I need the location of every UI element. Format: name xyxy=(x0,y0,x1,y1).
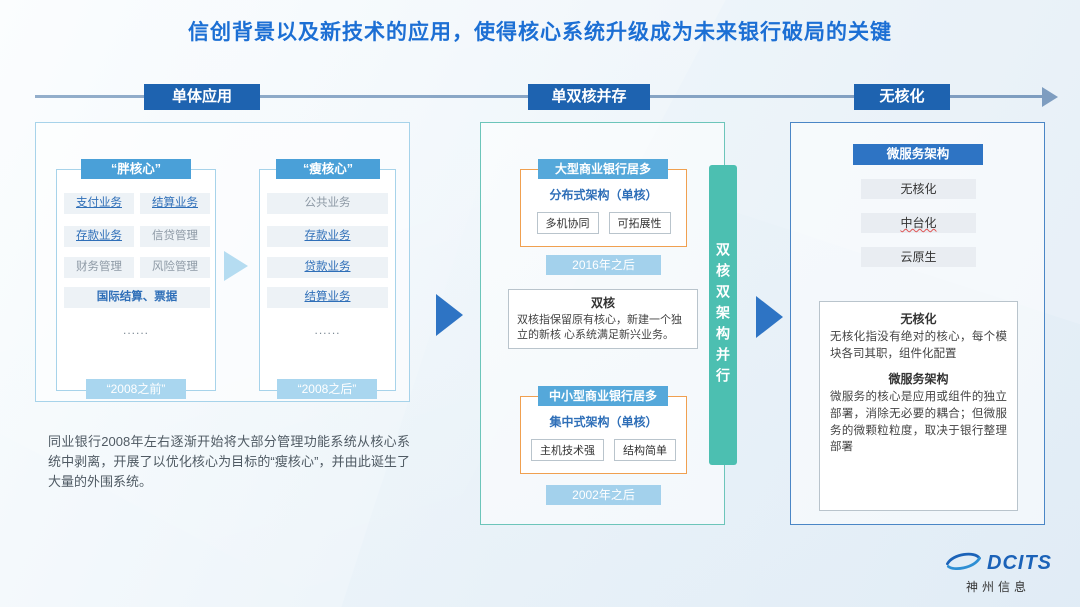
microservice-detail-title: 微服务架构 xyxy=(888,372,949,387)
timeline-arrowhead-icon xyxy=(1042,87,1058,107)
small-bank-header: 中小型商业银行居多 xyxy=(538,386,668,406)
distributed-arch-title: 分布式架构（单核） xyxy=(549,188,658,202)
timeline-stage-coreless: 无核化 xyxy=(854,84,950,110)
coreless-item: 无核化 xyxy=(861,179,976,199)
midplatform-item: 中台化 xyxy=(861,213,976,233)
centralized-arch-box: 集中式架构（单核） 主机技术强 结构简单 xyxy=(520,396,687,474)
dual-architecture-sidebar: 双核双架构并行 xyxy=(709,165,737,465)
fat-core-footer: “2008之前” xyxy=(86,379,186,399)
timeline-stage-monolithic: 单体应用 xyxy=(144,84,260,110)
fat-core-item: 存款业务 xyxy=(64,226,134,247)
thin-core-item: 结算业务 xyxy=(267,287,388,308)
fat-core-header: “胖核心” xyxy=(81,159,191,179)
arch-feature-tag: 多机协同 xyxy=(536,212,599,234)
stage-transition-arrow-icon xyxy=(436,294,463,336)
thin-core-item: 存款业务 xyxy=(267,226,388,247)
fat-core-ellipsis: ...... xyxy=(122,323,149,337)
dualcore-title: 双核 xyxy=(590,296,615,310)
large-bank-header: 大型商业银行居多 xyxy=(538,159,668,179)
coreless-detail-text: 无核化指没有绝对的核心，每个模块各司其职，组件化配置 xyxy=(830,331,1007,360)
fat-core-item-wide: 国际结算、票据 xyxy=(64,287,210,308)
centralized-arch-title: 集中式架构（单核） xyxy=(549,415,658,429)
timeline-stage-dualcore: 单双核并存 xyxy=(528,84,650,110)
fat-core-item: 支付业务 xyxy=(64,193,134,214)
fat-core-item: 信贷管理 xyxy=(140,226,210,247)
arch-feature-tag: 主机技术强 xyxy=(531,439,604,461)
microservice-detail-text: 微服务的核心是应用或组件的独立部署，消除无必要的耦合；但微服务的微颗粒粒度，取决… xyxy=(830,391,1007,454)
company-logo: DCITS 神州信息 xyxy=(944,550,1052,595)
dualcore-definition-box: 双核 双核指保留原有核心，新建一个独立的新核 心系统满足新兴业务。 xyxy=(508,289,698,349)
fat-to-thin-arrow-icon xyxy=(224,251,248,281)
dcits-swirl-icon xyxy=(944,550,982,577)
distributed-arch-box: 分布式架构（单核） 多机协同 可拓展性 xyxy=(520,169,687,247)
arch-feature-tag: 结构简单 xyxy=(614,439,676,461)
logo-brand-text: DCITS xyxy=(987,552,1052,574)
dualcore-text: 双核指保留原有核心，新建一个独立的新核 心系统满足新兴业务。 xyxy=(517,314,682,341)
panel-coreless: 微服务架构 无核化 中台化 云原生 无核化 无核化指没有绝对的核心，每个模块各司… xyxy=(790,122,1045,525)
thin-core-header: “瘦核心” xyxy=(276,159,380,179)
dual-architecture-sidebar-label: 双核双架构并行 xyxy=(715,241,731,389)
small-bank-period: 2002年之后 xyxy=(546,485,661,505)
monolithic-description: 同业银行2008年左右逐渐开始将大部分管理功能系统从核心系统中剥离，开展了以优化… xyxy=(48,434,410,490)
thin-core-item: 贷款业务 xyxy=(267,257,388,278)
arch-feature-tag: 可拓展性 xyxy=(608,212,671,234)
panel-monolithic: “胖核心” 支付业务 结算业务 存款业务 信贷管理 财务管理 风险管理 国际结算… xyxy=(35,122,410,402)
cloudnative-item: 云原生 xyxy=(861,247,976,267)
coreless-detail-title: 无核化 xyxy=(900,312,937,326)
stage-transition-arrow-icon xyxy=(756,296,783,338)
logo-company-text: 神州信息 xyxy=(965,580,1030,594)
microservice-header: 微服务架构 xyxy=(853,144,983,165)
fat-core-item: 结算业务 xyxy=(140,193,210,214)
fat-core-item: 风险管理 xyxy=(140,257,210,278)
large-bank-period: 2016年之后 xyxy=(546,255,661,275)
thin-core-item: 公共业务 xyxy=(267,193,388,214)
thin-core-ellipsis: ...... xyxy=(314,323,341,337)
coreless-detail-box: 无核化 无核化指没有绝对的核心，每个模块各司其职，组件化配置 微服务架构 微服务… xyxy=(819,301,1018,511)
thin-core-footer: “2008之后” xyxy=(277,379,377,399)
page-title: 信创背景以及新技术的应用，使得核心系统升级成为未来银行破局的关键 xyxy=(188,21,892,44)
panel-dualcore: 大型商业银行居多 分布式架构（单核） 多机协同 可拓展性 2016年之后 双核 … xyxy=(480,122,725,525)
fat-core-item: 财务管理 xyxy=(64,257,134,278)
